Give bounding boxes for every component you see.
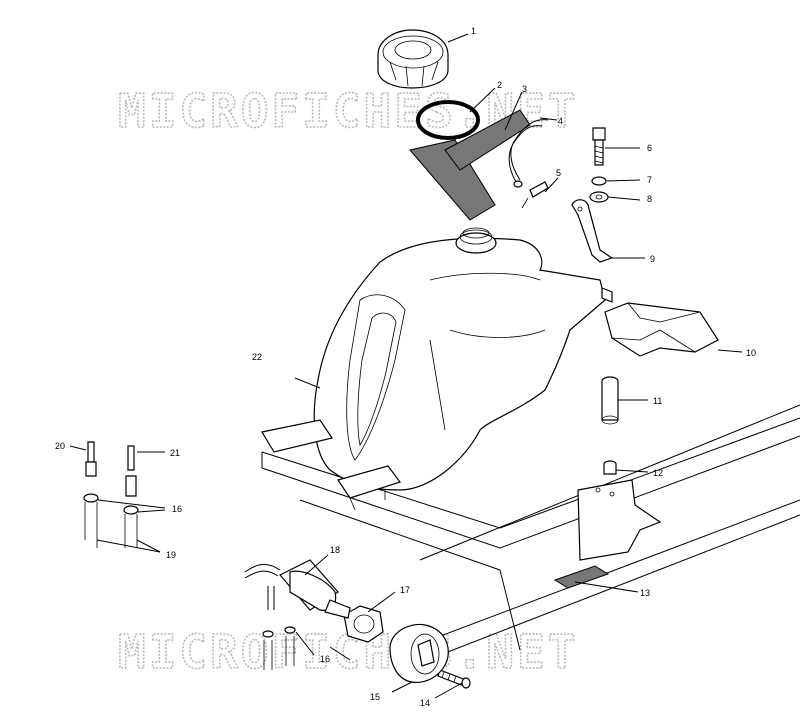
callout-5: 5 xyxy=(556,168,561,178)
lower-hoses xyxy=(262,626,296,670)
fuel-cap xyxy=(377,29,449,89)
callout-18: 18 xyxy=(330,545,340,555)
vent-line xyxy=(508,119,549,188)
left-fittings xyxy=(83,441,139,548)
callout-10: 10 xyxy=(746,348,756,358)
support-pad xyxy=(604,302,719,357)
valve-knob xyxy=(389,623,449,683)
spacer-tube xyxy=(601,376,619,425)
grommet xyxy=(603,460,617,475)
foam-sleeves xyxy=(409,109,531,221)
lock-washer xyxy=(591,176,607,186)
callout-17: 17 xyxy=(400,585,410,595)
callout-8: 8 xyxy=(647,194,652,204)
callout-14: 14 xyxy=(420,698,430,708)
callout-numbers: 1 2 3 4 5 6 7 8 9 10 11 12 13 14 15 16 1… xyxy=(55,26,756,708)
bolt xyxy=(592,127,606,166)
callout-16-left: 16 xyxy=(172,504,182,514)
callout-15: 15 xyxy=(370,692,380,702)
flat-washer xyxy=(589,191,609,203)
hex-nut xyxy=(343,605,384,643)
callout-13: 13 xyxy=(640,588,650,598)
callout-20: 20 xyxy=(55,441,65,451)
watermark-bottom: MICROFICHES.NET xyxy=(118,625,578,679)
tank-bracket xyxy=(571,199,614,263)
callout-3: 3 xyxy=(522,84,527,94)
fuel-pump xyxy=(244,559,351,619)
callout-7: 7 xyxy=(647,175,652,185)
frame-mount xyxy=(577,479,662,561)
callout-16-lower: 16 xyxy=(320,654,330,664)
callout-12: 12 xyxy=(653,468,663,478)
tank-pads xyxy=(261,419,401,511)
filler-neck xyxy=(455,227,497,254)
callout-6: 6 xyxy=(647,143,652,153)
o-ring xyxy=(416,100,480,140)
callout-2: 2 xyxy=(497,80,502,90)
callout-9: 9 xyxy=(650,254,655,264)
callout-4: 4 xyxy=(558,116,563,126)
callout-1: 1 xyxy=(471,26,476,36)
callout-22: 22 xyxy=(252,352,262,362)
frame-pad xyxy=(553,565,610,589)
fuel-tank xyxy=(313,237,613,491)
callout-21: 21 xyxy=(170,448,180,458)
leader-lines xyxy=(69,33,743,699)
vent-fitting xyxy=(521,181,549,209)
callout-11: 11 xyxy=(653,396,662,406)
callout-19: 19 xyxy=(166,550,176,560)
watermark-top: MICROFICHES.NET xyxy=(118,84,578,138)
